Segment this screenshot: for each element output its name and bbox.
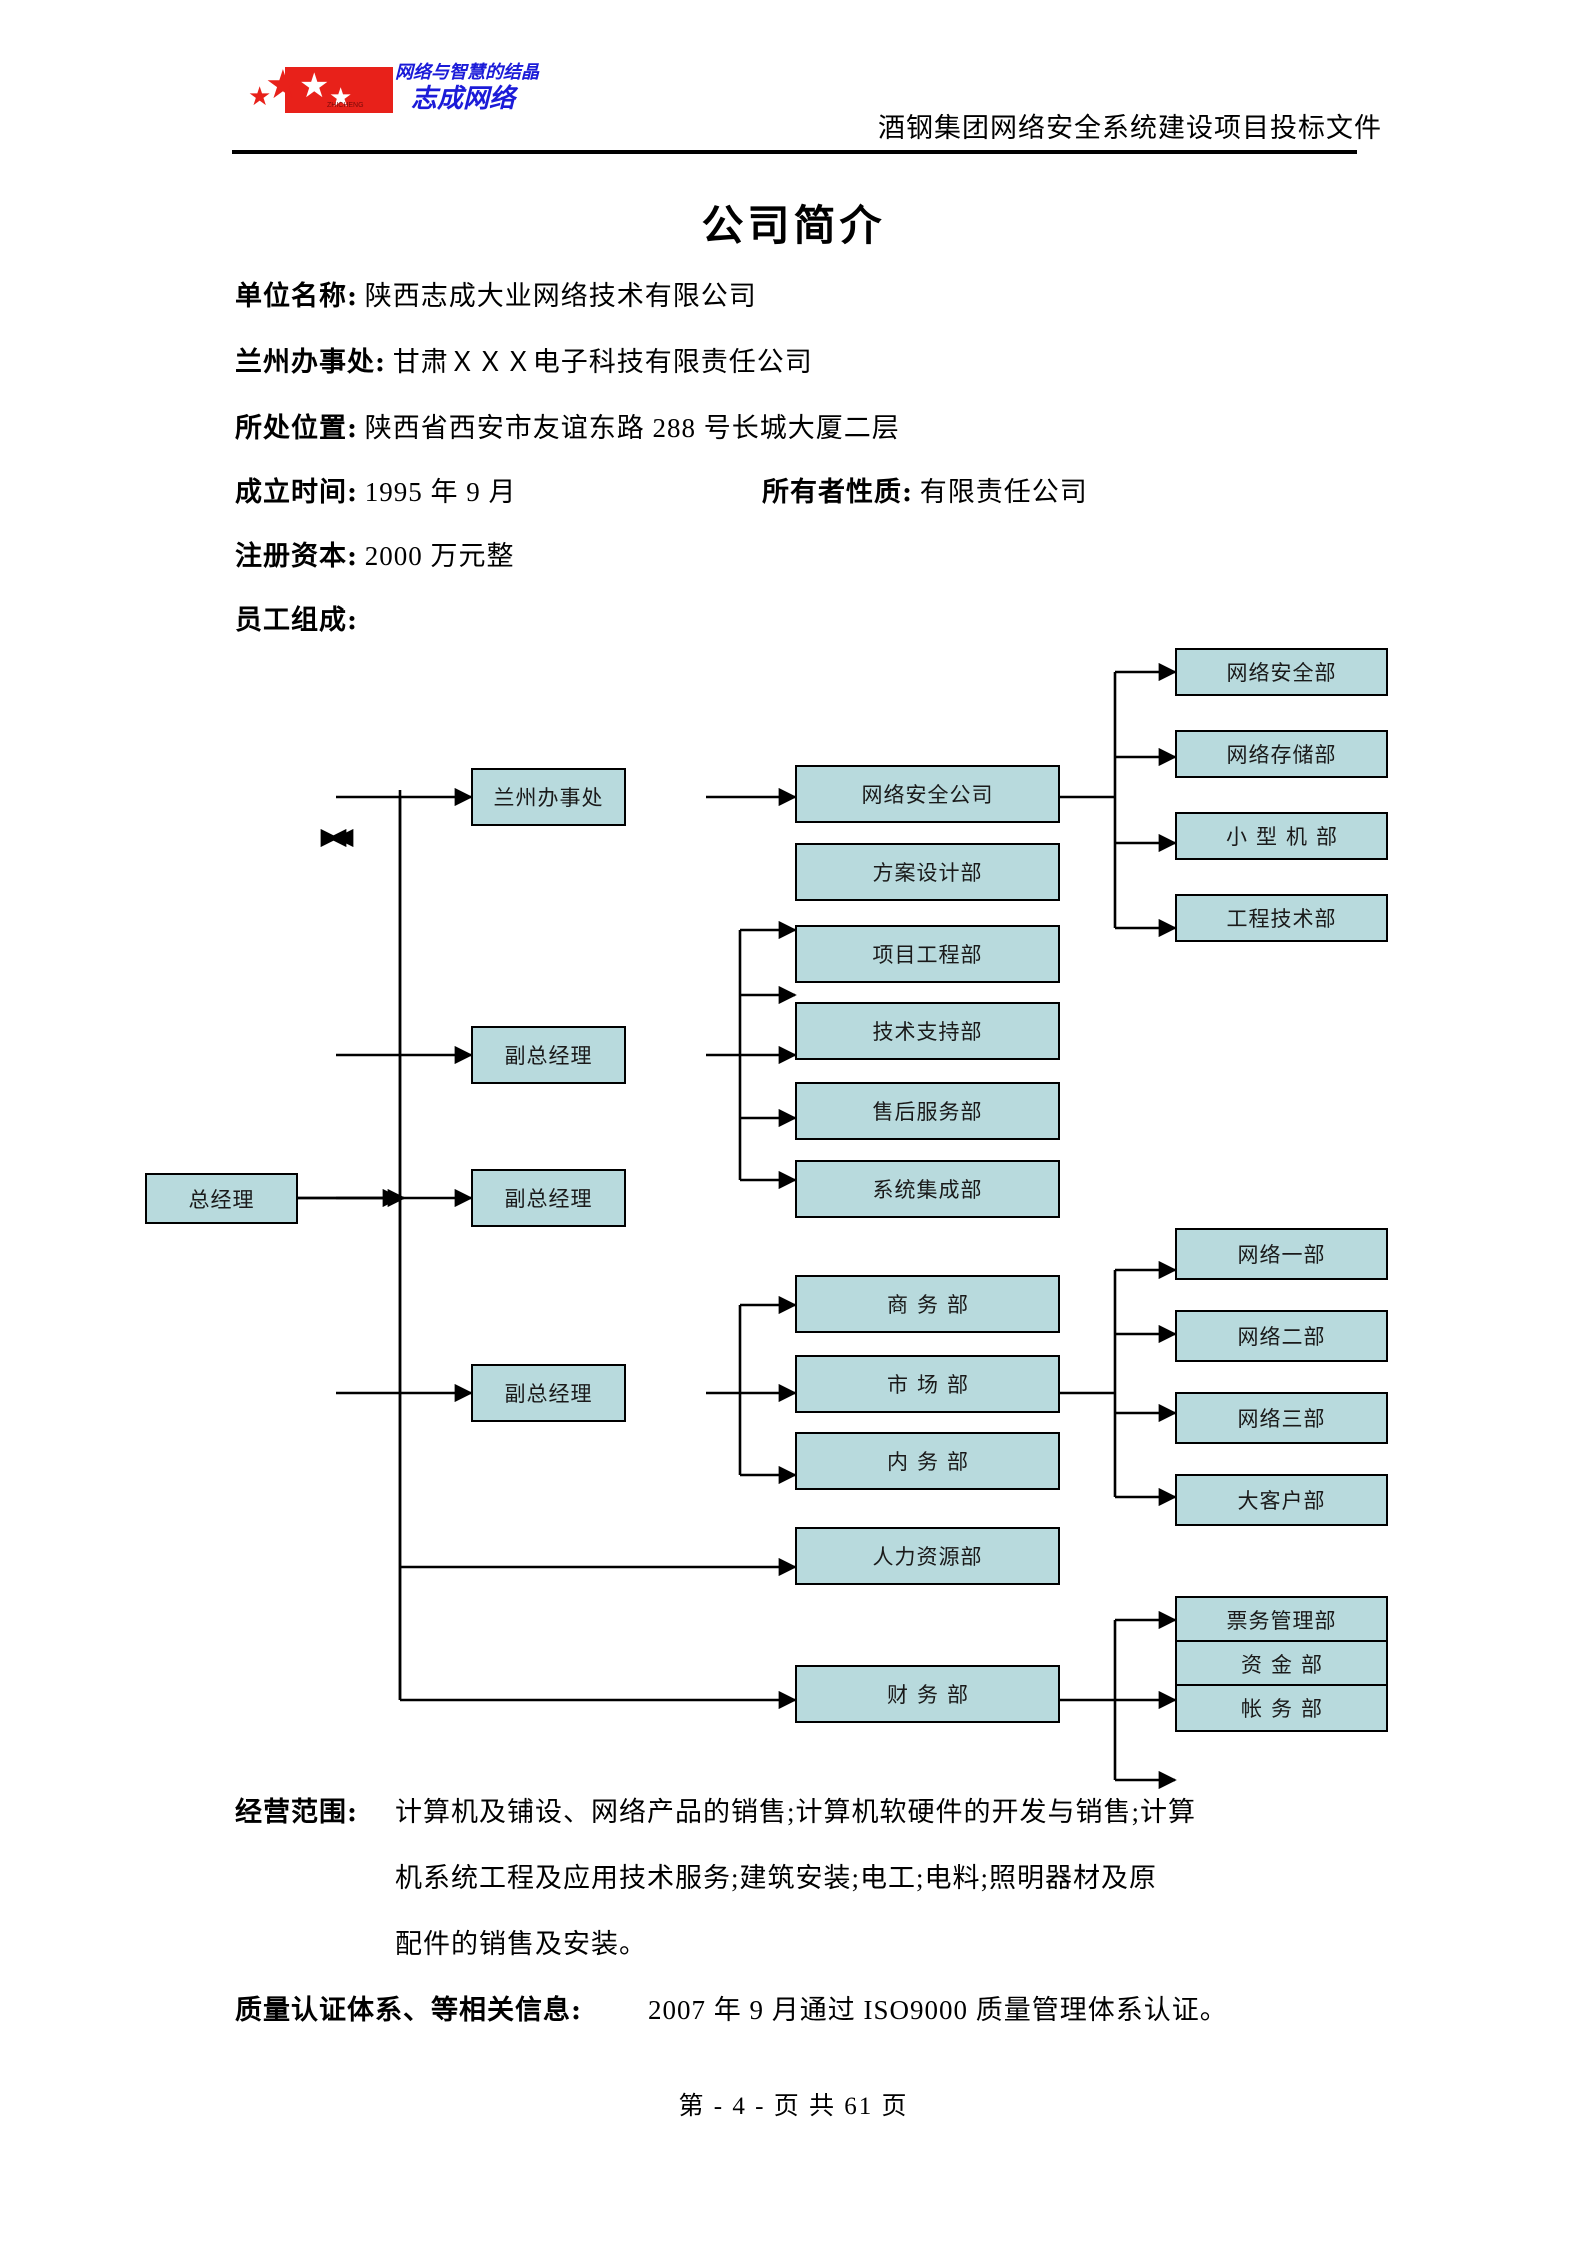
org-node-network-security-company[interactable]: 网络安全公司 xyxy=(795,765,1060,823)
org-node-network-dept-2[interactable]: 网络二部 xyxy=(1175,1310,1388,1362)
org-node-label: 财务部 xyxy=(887,1683,977,1707)
info-value: 陕西志成大业网络技术有限公司 xyxy=(364,281,757,311)
org-node-engineering-technology-dept[interactable]: 工程技术部 xyxy=(1175,894,1388,942)
org-node-label: 帐务部 xyxy=(1241,1697,1331,1721)
info-label: 所处位置: xyxy=(235,413,358,444)
info-label: 单位名称: xyxy=(235,281,358,312)
company-logo: ★ ★ ★ ★ 网络与智慧的结晶 志成网络 ZHICHENG xyxy=(243,52,539,114)
org-node-label: 市场部 xyxy=(887,1373,977,1397)
org-node-ticket-management-dept[interactable]: 票务管理部 xyxy=(1175,1596,1388,1644)
org-node-label: 网络安全公司 xyxy=(861,783,994,807)
org-node-after-sales-dept[interactable]: 售后服务部 xyxy=(795,1082,1060,1140)
info-value: 1995 年 9 月 xyxy=(364,477,517,507)
info-label: 兰州办事处: xyxy=(235,347,386,378)
info-row-founded: 成立时间: 1995 年 9 月 xyxy=(235,470,516,509)
info-row-location: 所处位置: 陕西省西安市友谊东路 288 号长城大厦二层 xyxy=(235,406,900,445)
org-node-label: 总经理 xyxy=(188,1187,255,1212)
org-node-project-engineering-dept[interactable]: 项目工程部 xyxy=(795,925,1060,983)
org-node-accounting-dept[interactable]: 帐务部 xyxy=(1175,1684,1388,1732)
business-scope-line: 配件的销售及安装。 xyxy=(395,1929,647,1959)
info-label: 成立时间: xyxy=(235,477,358,508)
certification-value: 2007 年 9 月通过 ISO9000 质量管理体系认证。 xyxy=(648,1995,1228,2025)
org-node-system-integration-dept[interactable]: 系统集成部 xyxy=(795,1160,1060,1218)
org-node-label: 兰州办事处 xyxy=(493,786,604,810)
star-icon: ★ xyxy=(299,66,330,106)
info-label: 员工组成: xyxy=(235,605,358,636)
org-node-label: 方案设计部 xyxy=(872,861,983,885)
org-node-general-manager[interactable]: 总经理 xyxy=(145,1173,298,1224)
org-node-network-dept-1[interactable]: 网络一部 xyxy=(1175,1228,1388,1280)
info-row-lanzhou-office: 兰州办事处: 甘肃ＸＸＸ电子科技有限责任公司 xyxy=(235,340,813,379)
org-node-label: 网络安全部 xyxy=(1226,661,1337,685)
logo-pinyin: ZHICHENG xyxy=(327,102,364,109)
org-node-label: 副总经理 xyxy=(504,1382,593,1406)
org-node-minicomputer-dept[interactable]: 小型机部 xyxy=(1175,812,1388,860)
org-node-network-dept-3[interactable]: 网络三部 xyxy=(1175,1392,1388,1444)
business-scope-label: 经营范围: xyxy=(235,1797,358,1828)
org-node-finance-dept[interactable]: 财务部 xyxy=(795,1665,1060,1723)
org-node-lanzhou-office[interactable]: 兰州办事处 xyxy=(471,768,626,826)
org-node-label: 资金部 xyxy=(1241,1653,1331,1677)
org-node-label: 售后服务部 xyxy=(872,1100,983,1124)
org-node-label: 网络二部 xyxy=(1237,1325,1326,1349)
org-node-label: 系统集成部 xyxy=(872,1178,983,1202)
org-node-internal-affairs-dept[interactable]: 内务部 xyxy=(795,1432,1060,1490)
org-node-business-dept[interactable]: 商务部 xyxy=(795,1275,1060,1333)
info-row-capital: 注册资本: 2000 万元整 xyxy=(235,534,514,573)
org-node-label: 大客户部 xyxy=(1237,1489,1326,1513)
org-node-vice-gm-1[interactable]: 副总经理 xyxy=(471,1026,626,1084)
logo-red-box xyxy=(285,67,393,113)
star-icon: ★ xyxy=(248,82,272,112)
org-node-label: 内务部 xyxy=(887,1450,977,1474)
page-header: ★ ★ ★ ★ 网络与智慧的结晶 志成网络 ZHICHENG 酒钢集团网络安全系… xyxy=(0,0,1587,154)
org-node-label: 技术支持部 xyxy=(872,1020,983,1044)
org-node-network-storage-dept[interactable]: 网络存储部 xyxy=(1175,730,1388,778)
business-scope-line: 计算机及铺设、网络产品的销售;计算机软硬件的开发与销售;计算 xyxy=(395,1797,1197,1827)
org-node-label: 副总经理 xyxy=(504,1187,593,1211)
info-label: 所有者性质: xyxy=(762,477,913,508)
header-divider xyxy=(232,150,1357,154)
business-scope-line: 机系统工程及应用技术服务;建筑安装;电工;电料;照明器材及原 xyxy=(395,1863,1158,1893)
header-title: 酒钢集团网络安全系统建设项目投标文件 xyxy=(878,113,1382,143)
org-node-solution-design-dept[interactable]: 方案设计部 xyxy=(795,843,1060,901)
logo-tagline: 网络与智慧的结晶 xyxy=(395,62,539,82)
org-node-vice-gm-2[interactable]: 副总经理 xyxy=(471,1169,626,1227)
info-value: 甘肃ＸＸＸ电子科技有限责任公司 xyxy=(392,347,813,377)
page-title: 公司简介 xyxy=(701,201,886,250)
org-node-label: 小型机部 xyxy=(1226,825,1346,849)
org-node-label: 网络三部 xyxy=(1237,1407,1326,1431)
certification-label: 质量认证体系、等相关信息: xyxy=(235,1995,582,2026)
info-row-company-name: 单位名称: 陕西志成大业网络技术有限公司 xyxy=(235,274,757,313)
info-value: 陕西省西安市友谊东路 288 号长城大厦二层 xyxy=(364,413,900,443)
org-node-label: 商务部 xyxy=(887,1293,977,1317)
org-node-label: 网络一部 xyxy=(1237,1243,1326,1267)
org-node-marketing-dept[interactable]: 市场部 xyxy=(795,1355,1060,1413)
info-row-staff-structure: 员工组成: xyxy=(235,598,358,637)
org-node-label: 人力资源部 xyxy=(872,1545,983,1569)
org-node-label: 网络存储部 xyxy=(1226,743,1337,767)
org-node-label: 票务管理部 xyxy=(1226,1609,1337,1633)
org-node-network-security-dept[interactable]: 网络安全部 xyxy=(1175,648,1388,696)
info-value: 有限责任公司 xyxy=(919,477,1088,507)
star-icon: ★ xyxy=(265,62,301,108)
org-node-technical-support-dept[interactable]: 技术支持部 xyxy=(795,1002,1060,1060)
org-node-fund-dept[interactable]: 资金部 xyxy=(1175,1640,1388,1688)
org-node-vice-gm-3[interactable]: 副总经理 xyxy=(471,1364,626,1422)
logo-brand: 志成网络 xyxy=(411,83,516,113)
page-footer: 第 - 4 - 页 共 61 页 xyxy=(678,2093,909,2120)
org-node-human-resources-dept[interactable]: 人力资源部 xyxy=(795,1527,1060,1585)
org-node-label: 副总经理 xyxy=(504,1044,593,1068)
star-icon: ★ xyxy=(329,83,353,113)
org-node-label: 项目工程部 xyxy=(872,943,983,967)
info-value: 2000 万元整 xyxy=(364,541,515,571)
info-row-ownership: 所有者性质: 有限责任公司 xyxy=(762,470,1088,509)
info-label: 注册资本: xyxy=(235,541,358,572)
org-node-key-account-dept[interactable]: 大客户部 xyxy=(1175,1474,1388,1526)
org-node-label: 工程技术部 xyxy=(1226,907,1337,931)
